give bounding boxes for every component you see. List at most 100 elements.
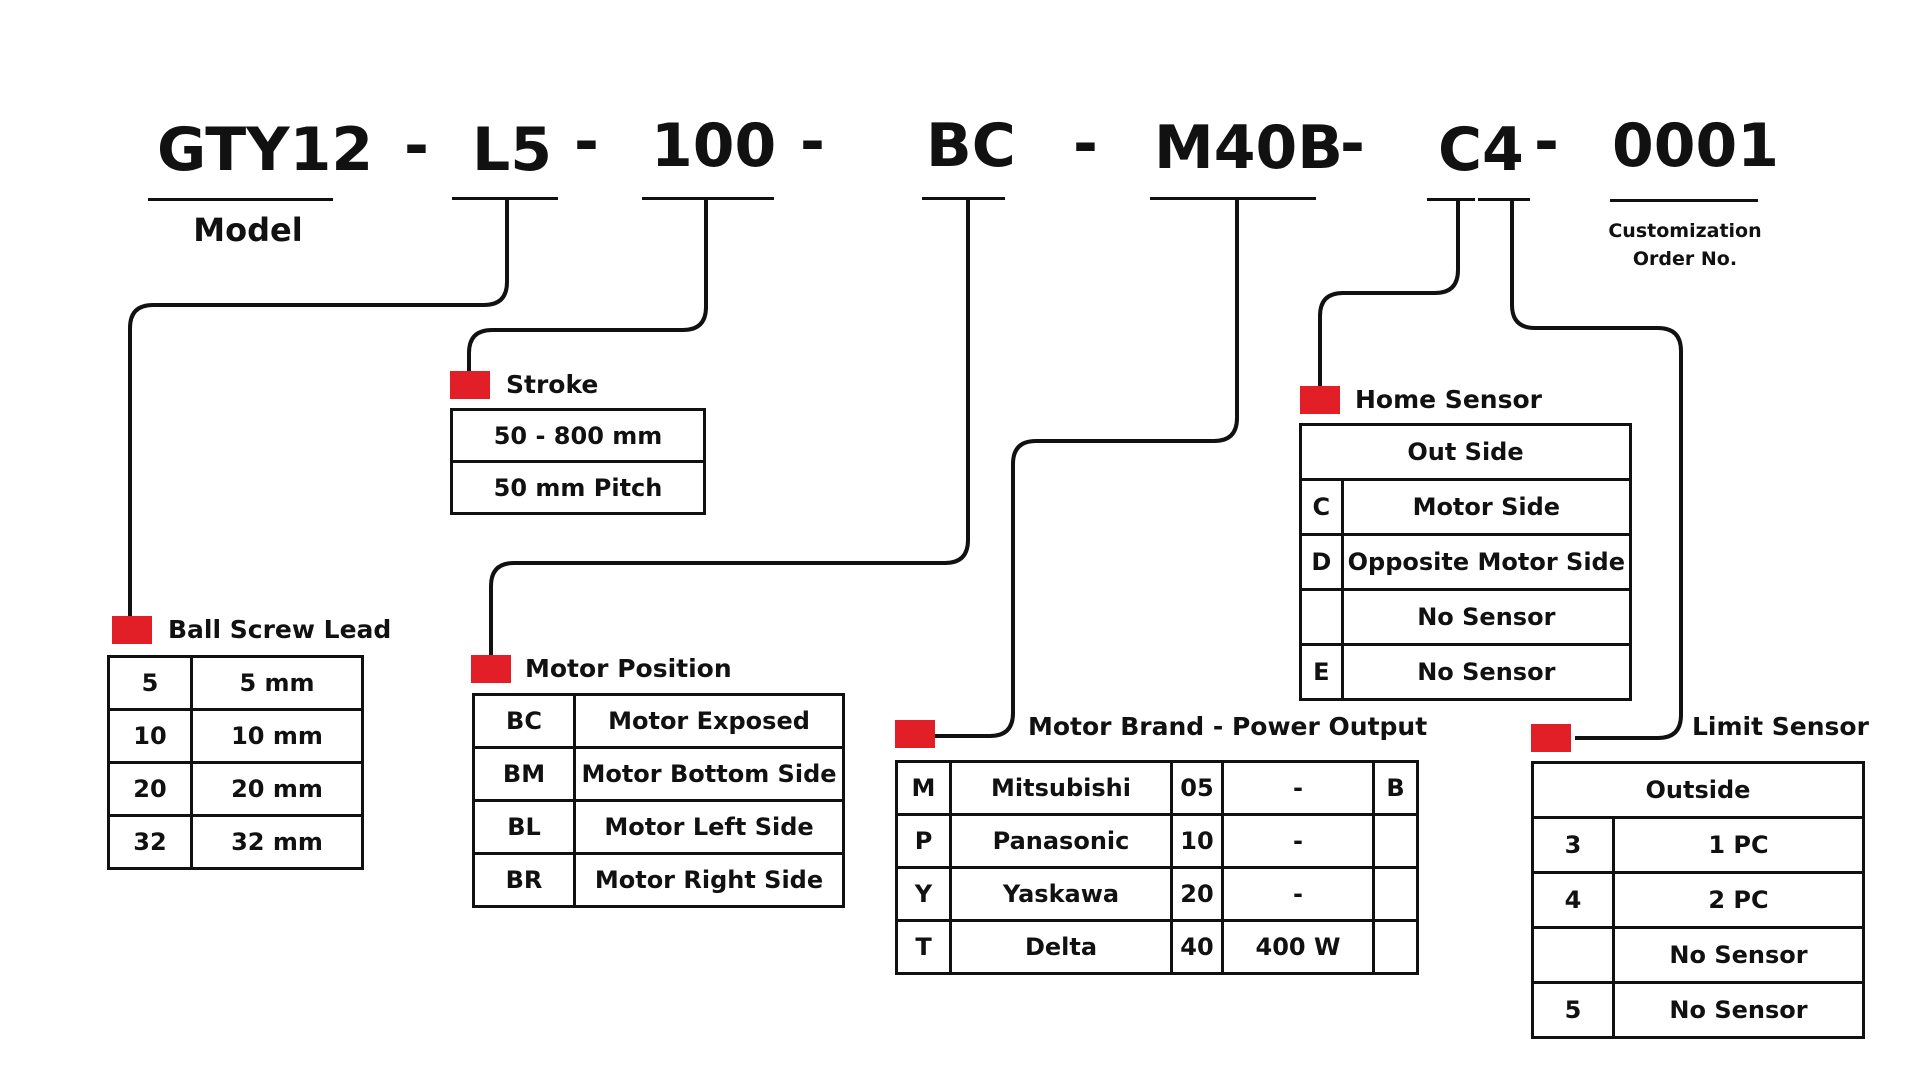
brand-name: Yaskawa (949, 866, 1173, 922)
connector-limit-sensor (1510, 200, 1683, 740)
underline-order (1610, 199, 1758, 202)
motor-position-marker (471, 655, 511, 683)
table-row: Y Yaskawa 20 - (895, 866, 1419, 922)
brand-name: Panasonic (949, 813, 1173, 869)
stroke-range: 50 - 800 mm (450, 408, 706, 463)
code-model: GTY12 (157, 115, 374, 185)
table-row: P Panasonic 10 - (895, 813, 1419, 869)
position-code: BL (472, 799, 576, 855)
ball-screw-title: Ball Screw Lead (168, 615, 392, 644)
underline-lead (452, 197, 558, 200)
code-stroke: 100 (651, 111, 777, 181)
table-row: BR Motor Right Side (472, 852, 845, 908)
underline-model (148, 198, 333, 201)
position-code: BC (472, 693, 576, 749)
lead-code: 5 (107, 655, 193, 711)
brake-code: B (1372, 760, 1419, 816)
motor-brand-table: M Mitsubishi 05 - B P Panasonic 10 - Y Y… (895, 760, 1419, 975)
underline-motor (1150, 197, 1316, 200)
power-code: 10 (1170, 813, 1224, 869)
table-row: M Mitsubishi 05 - B (895, 760, 1419, 816)
power-output: 400 W (1221, 919, 1375, 975)
table-row: 4 2 PC (1531, 871, 1865, 929)
power-output: - (1221, 760, 1375, 816)
code-lead: L5 (472, 115, 552, 185)
position-desc: Motor Left Side (573, 799, 845, 855)
table-row: No Sensor (1531, 926, 1865, 984)
limit-sensor-table: Outside 3 1 PC 4 2 PC No Sensor 5 No Sen… (1531, 761, 1865, 1039)
stroke-table: 50 - 800 mm 50 mm Pitch (450, 408, 706, 515)
custom-label-line1: Customization (1608, 220, 1762, 242)
code-dash: - (574, 107, 599, 177)
limit-desc: 1 PC (1612, 816, 1865, 874)
code-dash: - (1340, 109, 1365, 179)
code-motor-position: BC (926, 111, 1016, 181)
motor-position-table: BC Motor Exposed BM Motor Bottom Side BL… (472, 693, 845, 908)
brand-name: Delta (949, 919, 1173, 975)
table-row: BL Motor Left Side (472, 799, 845, 855)
motor-position-title: Motor Position (525, 654, 732, 683)
underline-sensor-c (1427, 198, 1475, 201)
custom-label-line2: Order No. (1632, 248, 1738, 270)
brand-code: P (895, 813, 952, 869)
position-code: BR (472, 852, 576, 908)
power-output: - (1221, 813, 1375, 869)
home-sensor-header: Out Side (1299, 423, 1632, 481)
position-desc: Motor Exposed (573, 693, 845, 749)
limit-sensor-marker (1531, 724, 1571, 752)
power-output: - (1221, 866, 1375, 922)
ball-screw-table: 5 5 mm 10 10 mm 20 20 mm 32 32 mm (107, 655, 364, 870)
table-row: C Motor Side (1299, 478, 1633, 536)
home-desc: No Sensor (1340, 588, 1633, 646)
brake-code (1372, 813, 1419, 869)
lead-value: 5 mm (190, 655, 364, 711)
connector-home-sensor (1318, 200, 1460, 388)
table-row: 5 5 mm (107, 655, 364, 711)
home-desc: Opposite Motor Side (1340, 533, 1633, 591)
home-sensor-table: Out Side C Motor Side D Opposite Motor S… (1299, 423, 1633, 701)
table-row: T Delta 40 400 W (895, 919, 1419, 975)
stroke-pitch: 50 mm Pitch (450, 460, 706, 515)
limit-desc: No Sensor (1612, 926, 1865, 984)
limit-sensor-header: Outside (1531, 761, 1865, 819)
model-label: Model (193, 211, 303, 249)
table-row: Out Side (1299, 423, 1632, 481)
home-desc: No Sensor (1340, 643, 1633, 701)
code-motor: M40B (1154, 113, 1343, 183)
table-row: Outside (1531, 761, 1865, 819)
power-code: 40 (1170, 919, 1224, 975)
table-row: No Sensor (1299, 588, 1633, 646)
limit-sensor-title: Limit Sensor (1692, 712, 1869, 741)
stroke-marker (450, 371, 490, 399)
home-code: D (1299, 533, 1344, 591)
limit-desc: 2 PC (1612, 871, 1865, 929)
table-row: 10 10 mm (107, 708, 364, 764)
table-row: D Opposite Motor Side (1299, 533, 1633, 591)
table-row: 32 32 mm (107, 814, 364, 870)
table-row: 20 20 mm (107, 761, 364, 817)
table-row: BM Motor Bottom Side (472, 746, 845, 802)
table-row: E No Sensor (1299, 643, 1633, 701)
home-sensor-title: Home Sensor (1355, 385, 1542, 414)
home-sensor-marker (1300, 386, 1340, 414)
brake-code (1372, 919, 1419, 975)
table-row: BC Motor Exposed (472, 693, 845, 749)
code-dash: - (404, 111, 429, 181)
lead-value: 32 mm (190, 814, 364, 870)
connector-motor-brand (932, 200, 1239, 738)
lead-code: 10 (107, 708, 193, 764)
lead-code: 20 (107, 761, 193, 817)
home-code: E (1299, 643, 1344, 701)
table-row: 5 No Sensor (1531, 981, 1865, 1039)
code-order: 0001 (1612, 111, 1779, 181)
limit-code: 3 (1531, 816, 1615, 874)
position-desc: Motor Right Side (573, 852, 845, 908)
position-desc: Motor Bottom Side (573, 746, 845, 802)
stroke-title: Stroke (506, 370, 599, 399)
home-code (1299, 588, 1344, 646)
brand-code: T (895, 919, 952, 975)
brand-code: Y (895, 866, 952, 922)
limit-code: 4 (1531, 871, 1615, 929)
code-dash: - (1073, 109, 1098, 179)
underline-stroke (642, 197, 774, 200)
